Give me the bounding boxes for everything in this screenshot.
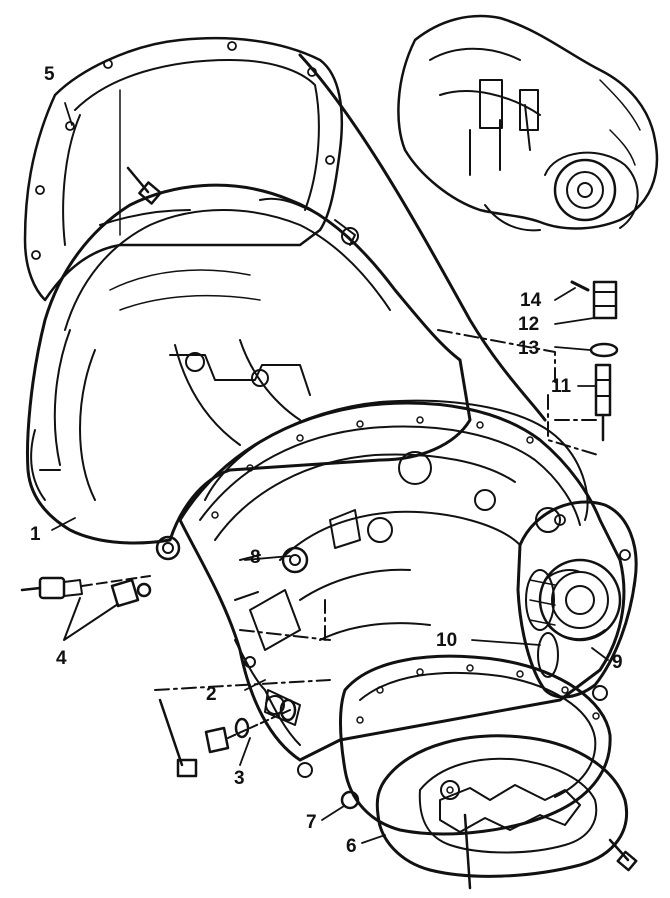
part-10-gear-stack	[525, 569, 559, 678]
part-7-drain-plug	[340, 790, 360, 810]
part-9-rear-end-housing	[516, 500, 638, 701]
callout-13: 13	[518, 338, 539, 359]
inset-assembled-gearbox	[298, 14, 659, 422]
part-3-bolt-washer	[204, 689, 301, 754]
part-1-bell-housing	[26, 183, 472, 545]
callout-5: 5	[44, 64, 55, 85]
callout-14: 14	[520, 290, 542, 311]
callout-12: 12	[518, 314, 539, 335]
callout-4: 4	[56, 648, 67, 669]
leader-lines	[51, 102, 609, 844]
callout-10: 10	[436, 630, 457, 651]
callout-1: 1	[30, 524, 41, 545]
part-6-rear-cover	[339, 654, 612, 836]
part-4-switch-washer	[20, 575, 152, 641]
callout-2: 2	[206, 684, 217, 705]
callout-11: 11	[551, 376, 572, 397]
part-11-to-14-sensor-assembly	[437, 280, 619, 456]
callout-3: 3	[234, 768, 245, 789]
callout-7: 7	[306, 812, 317, 833]
main-gearbox-casing	[155, 401, 626, 778]
callout-8: 8	[250, 547, 261, 568]
part-5-gasket-plate	[23, 36, 344, 302]
bottom-gasket-plate	[375, 734, 638, 890]
part-2-bolt-assembly	[154, 599, 331, 778]
part-8-casing-gasket	[204, 399, 589, 521]
callout-9: 9	[612, 652, 623, 673]
callout-6: 6	[346, 836, 357, 857]
